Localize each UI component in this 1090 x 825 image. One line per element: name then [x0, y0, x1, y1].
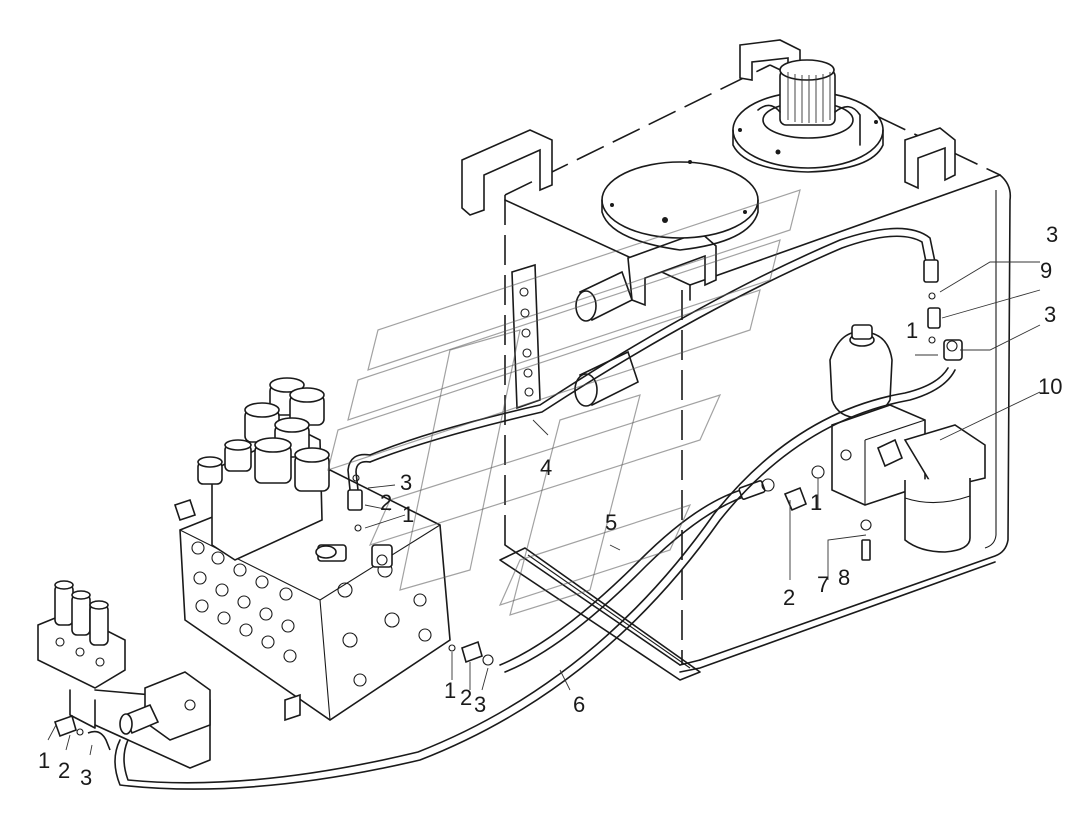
tank-cover-plate — [601, 160, 759, 251]
callout-3-left: 3 — [80, 765, 92, 790]
solenoid-valves — [197, 377, 330, 561]
accumulator — [829, 324, 893, 419]
callout-1-mid: 1 — [810, 490, 822, 515]
hose-6 — [114, 339, 963, 790]
callout-4: 4 — [540, 455, 552, 480]
hose-4 — [347, 227, 939, 511]
callout-1-right: 1 — [906, 318, 918, 343]
leader-lines — [47, 261, 1041, 756]
tank-mounting-brackets — [461, 39, 956, 307]
fittings — [53, 292, 958, 751]
callout-1-valve: 1 — [402, 502, 414, 527]
tank-breather-cap — [732, 59, 884, 173]
callout-5: 5 — [605, 510, 617, 535]
callout-9: 9 — [1040, 258, 1052, 283]
callout-labels: 3 9 1 3 10 4 5 1 2 7 8 3 2 1 1 2 3 6 1 2… — [38, 222, 1062, 790]
callout-3-top: 3 — [1046, 222, 1058, 247]
watermark-logo — [327, 189, 801, 616]
callout-3-low: 3 — [474, 692, 486, 717]
callout-6: 6 — [573, 692, 585, 717]
hose-5 — [499, 480, 766, 673]
callout-3-valve: 3 — [400, 470, 412, 495]
callout-2-left: 2 — [58, 758, 70, 783]
tank-outlet-ports — [574, 270, 639, 407]
pilot-valve-assembly — [37, 580, 211, 769]
return-filter — [903, 424, 986, 553]
callout-2-low: 2 — [460, 685, 472, 710]
callout-7: 7 — [817, 572, 829, 597]
callout-2-mid: 2 — [783, 585, 795, 610]
callout-3-right: 3 — [1044, 302, 1056, 327]
callout-8: 8 — [838, 565, 850, 590]
callout-10: 10 — [1038, 374, 1062, 399]
tank-side-port-block — [511, 263, 541, 410]
callout-1-low: 1 — [444, 678, 456, 703]
callout-2-valve: 2 — [380, 490, 392, 515]
callout-1-left: 1 — [38, 748, 50, 773]
